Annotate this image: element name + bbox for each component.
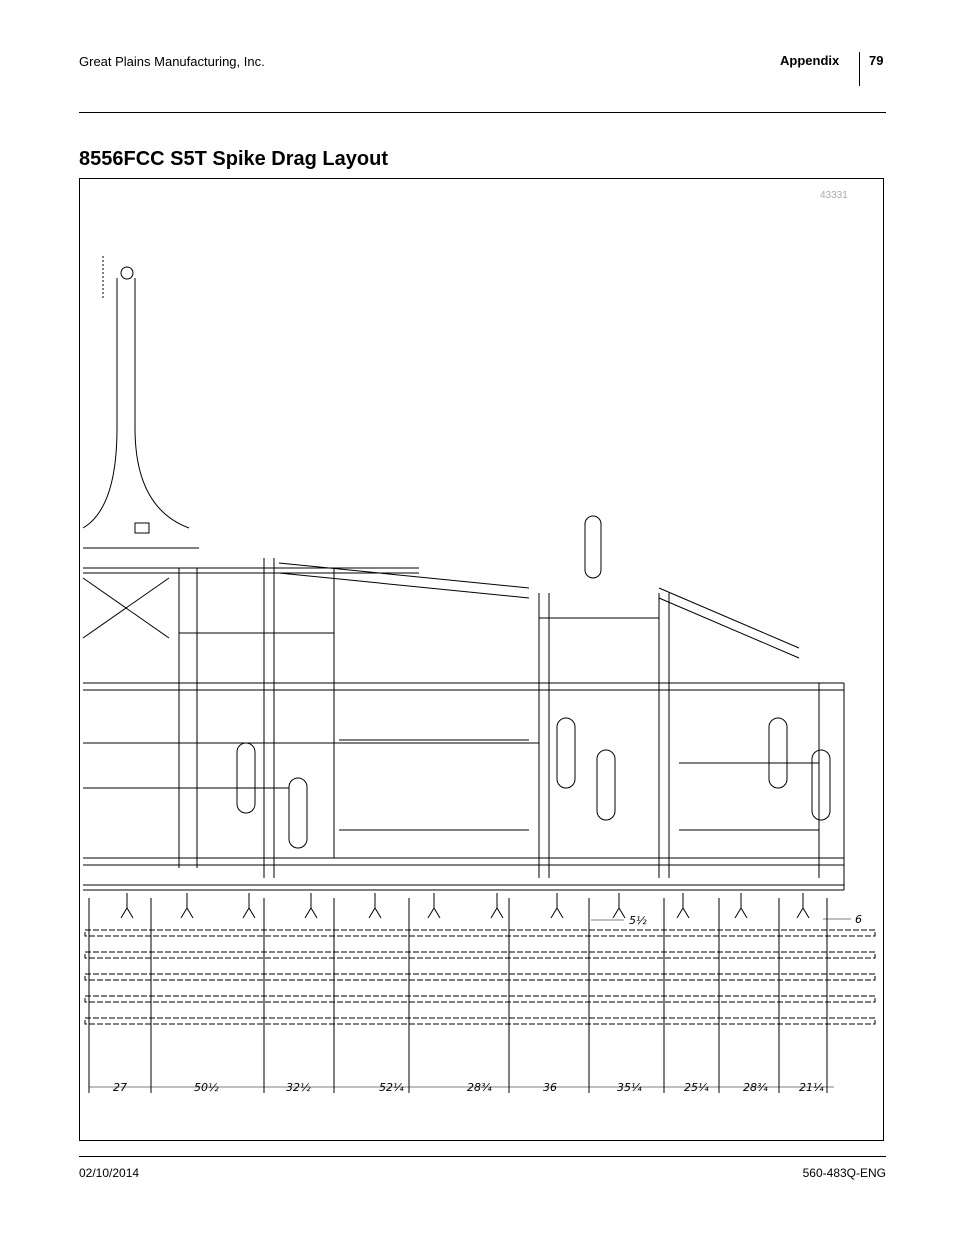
header-company: Great Plains Manufacturing, Inc. bbox=[79, 54, 265, 69]
gauge-wheels bbox=[236, 515, 831, 849]
page-title: 8556FCC S5T Spike Drag Layout bbox=[79, 148, 388, 170]
footer-date: 02/10/2014 bbox=[79, 1166, 140, 1180]
header-divider bbox=[859, 52, 860, 86]
dimension-lines: 27 50½ 32½ 52¼ 28¾ 36 35¼ 25¼ 28¾ 21¼ 5½… bbox=[88, 898, 862, 1094]
dimension-label: 35¼ bbox=[617, 1081, 642, 1094]
callout-label: 5½ bbox=[629, 914, 647, 927]
hitch-tongue bbox=[82, 256, 199, 549]
header-section: Appendix bbox=[780, 53, 840, 68]
dimension-label: 28¾ bbox=[467, 1081, 492, 1094]
dimension-label: 25¼ bbox=[684, 1081, 709, 1094]
dimension-label: 50½ bbox=[194, 1081, 219, 1094]
dimension-label: 28¾ bbox=[743, 1081, 768, 1094]
footer-doc-number: 560-483Q-ENG bbox=[802, 1166, 886, 1180]
spike-drag-layout-drawing: 27 50½ 32½ 52¼ 28¾ 36 35¼ 25¼ 28¾ 21¼ 5½… bbox=[82, 256, 876, 1094]
figure-id: 43331 bbox=[820, 190, 848, 201]
drag-bar-rows bbox=[84, 929, 876, 1025]
header-rule bbox=[79, 112, 886, 113]
dimension-label: 21¼ bbox=[799, 1081, 824, 1094]
figure-frame bbox=[79, 178, 884, 1141]
dimension-label: 36 bbox=[543, 1081, 557, 1094]
dimension-label: 52¼ bbox=[379, 1081, 404, 1094]
main-frame bbox=[82, 558, 845, 891]
callout-label: 6 bbox=[855, 913, 862, 926]
spike-teeth bbox=[120, 893, 810, 919]
page-number: 79 bbox=[869, 53, 884, 68]
dimension-label: 27 bbox=[113, 1081, 127, 1094]
dimension-label: 32½ bbox=[286, 1081, 311, 1094]
footer-rule bbox=[79, 1156, 886, 1157]
